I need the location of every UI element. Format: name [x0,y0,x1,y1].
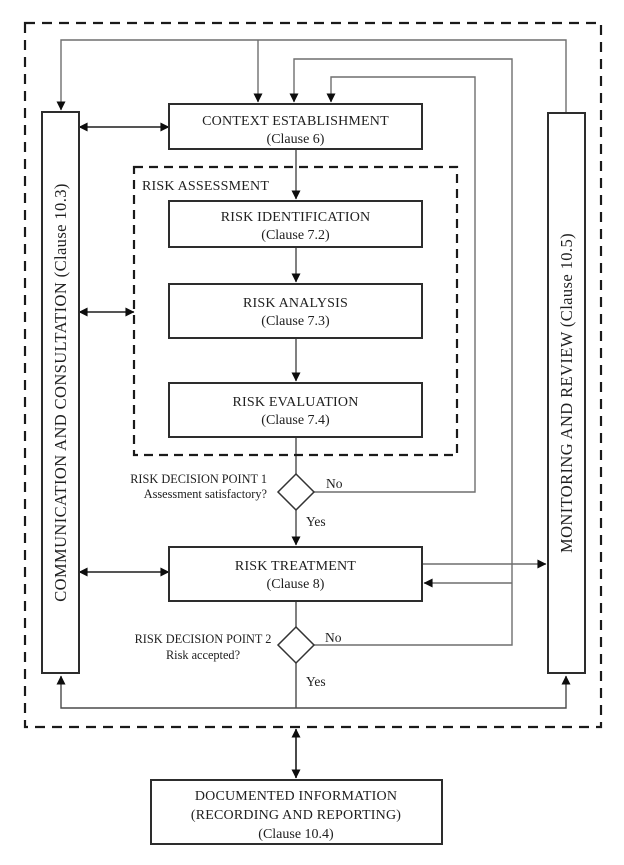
documented-information-box [150,779,443,845]
documented-information-line3: (Clause 10.4) [258,827,334,842]
risk-assessment-group-label: RISK ASSESSMENT [142,179,269,194]
decision-points: RISK DECISION POINT 1 Assessment satisfa… [130,472,343,689]
communication-consultation-label: COMMUNICATION AND CONSULTATION (Clause 1… [51,183,70,602]
context-establishment-clause: (Clause 6) [267,132,325,147]
risk-analysis-box [168,283,423,339]
context-establishment-box [168,103,423,150]
documented-information-line1: DOCUMENTED INFORMATION [195,789,397,804]
context-establishment-title: CONTEXT ESTABLISHMENT [202,114,389,129]
risk-evaluation-clause: (Clause 7.4) [261,413,330,428]
decision2-name: RISK DECISION POINT 2 [135,632,272,646]
decision1-no-label: No [326,476,343,491]
risk-assessment-group-dashed-border [132,165,459,457]
decision2-question: Risk accepted? [166,648,240,662]
decision1-yes-label: Yes [306,514,326,529]
risk-identification-title: RISK IDENTIFICATION [221,210,371,225]
monitoring-review-bar [547,112,586,674]
risk-evaluation-box [168,382,423,438]
communication-consultation-bar [41,111,80,674]
risk-treatment-box [168,546,423,602]
risk-treatment-title: RISK TREATMENT [235,559,356,574]
risk-analysis-clause: (Clause 7.3) [261,314,330,329]
risk-identification-clause: (Clause 7.2) [261,228,330,243]
risk-analysis-title: RISK ANALYSIS [243,296,348,311]
arrow-yes-to-communication-bar [56,675,296,709]
arrow-yes-to-monitoring-bar [296,675,571,709]
connector-decision1-no-to-context [314,76,476,493]
risk-treatment-clause: (Clause 8) [267,577,325,592]
decision1-diamond [276,472,316,512]
decision1-question: Assessment satisfactory? [144,487,267,501]
process-nodes: CONTEXT ESTABLISHMENT (Clause 6) RISK AS… [132,103,459,845]
decision2-yes-label: Yes [306,674,326,689]
risk-identification-box [168,200,423,248]
decision2-no-label: No [325,630,342,645]
process-boundary-dashed-border [23,21,603,729]
connector-monitoring-to-communication [56,39,567,113]
decision1-name: RISK DECISION POINT 1 [130,472,267,486]
monitoring-review-label: MONITORING AND REVIEW (Clause 10.5) [557,233,576,553]
documented-information-line2: (RECORDING AND REPORTING) [191,808,401,823]
connectors [56,39,571,779]
connector-decision2-no-to-context [289,58,513,646]
decision2-diamond [276,625,316,665]
risk-evaluation-title: RISK EVALUATION [232,395,358,410]
